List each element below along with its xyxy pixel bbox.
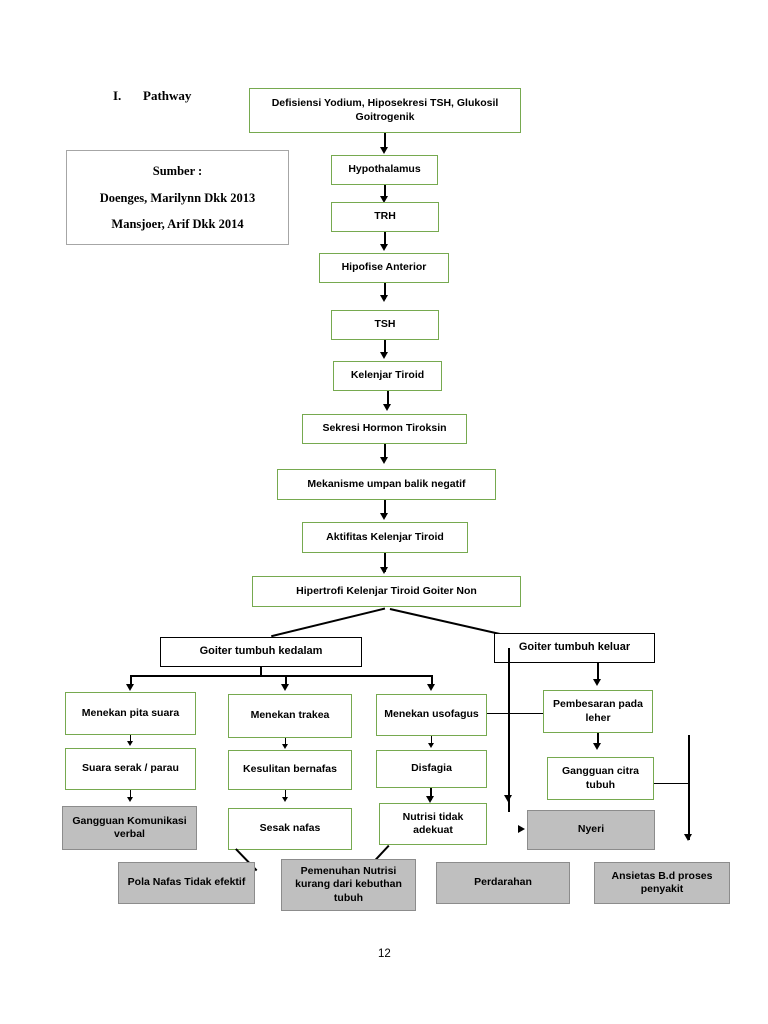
connector-aktifitas-hipertrofi: [384, 553, 386, 572]
arrowhead-nyeri: [518, 825, 525, 833]
arrowhead-gangguan-komunikasi: [127, 797, 133, 802]
arrowhead-hypothalamus: [380, 147, 388, 154]
page-title: Pathway: [143, 88, 192, 103]
node-hipofise-anterior: Hipofise Anterior: [319, 253, 449, 283]
bus-drop-right: [431, 675, 433, 686]
connector-kelenjar-sekresi: [387, 391, 389, 407]
node-gangguan-komunikasi-verbal: Gangguan Komunikasi verbal: [62, 806, 197, 850]
node-goiter-tumbuh-keluar: Goiter tumbuh keluar: [494, 633, 655, 663]
arrowhead-kelenjar-tiroid: [380, 352, 388, 359]
node-menekan-pita-suara: Menekan pita suara: [65, 692, 196, 735]
node-nyeri: Nyeri: [527, 810, 655, 850]
arrowhead-kesulitan-bernafas: [282, 744, 288, 749]
arrowhead-pembesaran-leher: [593, 679, 601, 686]
node-pemenuhan-nutrisi: Pemenuhan Nutrisi kurang dari kebuthan t…: [281, 859, 416, 911]
node-sesak-nafas: Sesak nafas: [228, 808, 352, 850]
arrowhead-hipertrofi: [380, 567, 388, 574]
node-goiter-tumbuh-kedalam: Goiter tumbuh kedalam: [160, 637, 362, 667]
node-ansietas: Ansietas B.d proses penyakit: [594, 862, 730, 904]
connector-keluar-nyeri-vertical: [508, 648, 510, 812]
connector-sekresi-umpan: [384, 444, 386, 460]
page-number: 12: [378, 948, 391, 960]
node-gangguan-citra-tubuh: Gangguan citra tubuh: [547, 757, 654, 800]
arrowhead-menekan-usofagus: [427, 684, 435, 691]
source-title: Sumber :: [152, 164, 203, 178]
arrowhead-sekresi: [383, 404, 391, 411]
arrowhead-disfagia: [428, 743, 434, 748]
connector-kesulitan-sesak: [285, 790, 287, 800]
node-hipertrofi-kelenjar-tiroid: Hipertrofi Kelenjar Tiroid Goiter Non: [252, 576, 521, 607]
connector-ansietas-vertical: [688, 735, 690, 840]
node-mekanisme-umpan-balik: Mekanisme umpan balik negatif: [277, 469, 496, 500]
node-hypothalamus: Hypothalamus: [331, 155, 438, 185]
node-kelenjar-tiroid: Kelenjar Tiroid: [333, 361, 442, 391]
bus-drop-middle: [285, 675, 287, 686]
arrowhead-trh: [380, 196, 388, 203]
node-aktifitas-kelenjar-tiroid: Aktifitas Kelenjar Tiroid: [302, 522, 468, 553]
section-number: I.: [113, 88, 122, 103]
source-line-1: Doenges, Marilynn Dkk 2013: [99, 190, 256, 205]
connector-citra-ansietas-stub: [654, 783, 690, 785]
source-line-2: Mansjoer, Arif Dkk 2014: [111, 217, 244, 232]
connector-hipertrofi-kedalam: [271, 608, 386, 638]
bus-drop-left: [130, 675, 132, 686]
arrowhead-nutrisi-tidak-adekuat: [426, 796, 434, 803]
connector-pita-suara-serak: [130, 735, 132, 744]
arrowhead-ansietas: [684, 834, 692, 841]
arrowhead-keluar-down: [504, 795, 512, 802]
node-menekan-trakea: Menekan trakea: [228, 694, 352, 738]
node-pembesaran-pada-leher: Pembesaran pada leher: [543, 690, 653, 733]
connector-umpan-aktifitas: [384, 500, 386, 517]
connector-kedalam-bus: [260, 667, 262, 676]
connector-pembesaran-citra: [597, 733, 599, 746]
connector-hipofise-tsh: [384, 283, 386, 299]
node-disfagia: Disfagia: [376, 750, 487, 788]
node-etiology: Defisiensi Yodium, Hiposekresi TSH, Gluk…: [249, 88, 521, 133]
connector-serak-komunikasi: [130, 790, 132, 800]
arrowhead-hipofise: [380, 244, 388, 251]
source-box: Sumber : Doenges, Marilynn Dkk 2013 Mans…: [66, 150, 289, 245]
connector-etiology-hypothalamus: [384, 133, 386, 150]
node-menekan-usofagus: Menekan usofagus: [376, 694, 487, 736]
node-pola-nafas-tidak-efektif: Pola Nafas Tidak efektif: [118, 862, 255, 904]
node-perdarahan: Perdarahan: [436, 862, 570, 904]
arrowhead-menekan-trakea: [281, 684, 289, 691]
bus-horizontal-kedalam: [130, 675, 431, 677]
arrowhead-suara-serak: [127, 741, 133, 746]
arrowhead-sesak-nafas: [282, 797, 288, 802]
node-trh: TRH: [331, 202, 439, 232]
node-kesulitan-bernafas: Kesulitan bernafas: [228, 750, 352, 790]
connector-keluar-pembesaran: [597, 663, 599, 681]
node-suara-serak-parau: Suara serak / parau: [65, 748, 196, 790]
connector-hypothalamus-trh: [384, 185, 386, 199]
arrowhead-aktifitas: [380, 513, 388, 520]
arrowhead-menekan-pita-suara: [126, 684, 134, 691]
connector-trh-hipofise: [384, 232, 386, 247]
connector-usofagus-pembesaran: [487, 713, 543, 715]
connector-trakea-kesulitan: [285, 738, 287, 747]
connector-tsh-kelenjar: [384, 340, 386, 355]
node-tsh: TSH: [331, 310, 439, 340]
node-nutrisi-tidak-adekuat: Nutrisi tidak adekuat: [379, 803, 487, 845]
connector-disfagia-nutrisi: [430, 788, 432, 800]
connector-usofagus-disfagia: [431, 736, 433, 746]
node-sekresi-hormon-tiroksin: Sekresi Hormon Tiroksin: [302, 414, 467, 444]
arrowhead-tsh: [380, 295, 388, 302]
arrowhead-gangguan-citra: [593, 743, 601, 750]
arrowhead-umpan-balik: [380, 457, 388, 464]
